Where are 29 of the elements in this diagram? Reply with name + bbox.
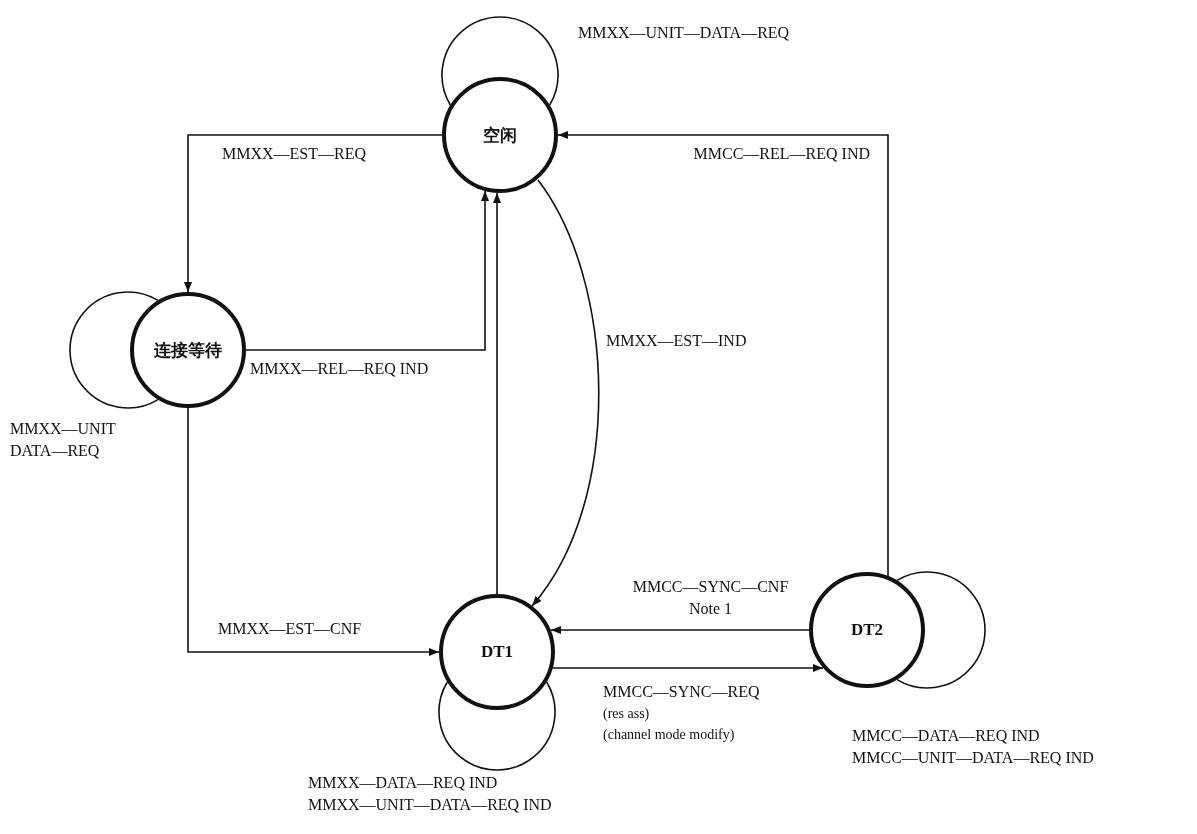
note-text: (channel mode modify): [603, 726, 735, 744]
self-loop: [896, 571, 986, 689]
state-circle: 连接等待: [130, 292, 246, 408]
edge-label: MMXX—EST—CNF: [218, 619, 363, 639]
edge-label: MMCC—SYNC—CNF Note 1: [631, 577, 790, 619]
edge-label: MMXX—DATA—REQ IND MMXX—UNIT—DATA—REQ IND: [308, 773, 553, 815]
note-text: (res ass): [603, 705, 650, 723]
self-loop: [438, 681, 556, 771]
self-loop: [69, 291, 159, 409]
edge-label: MMXX—UNIT—DATA—REQ: [578, 23, 791, 43]
edge-label: MMXX—EST—IND: [606, 331, 748, 351]
arrow: [493, 192, 501, 595]
state-circle: DT2: [809, 572, 925, 688]
self-loop: [441, 16, 559, 106]
edge-label: MMXX—UNIT DATA—REQ: [10, 419, 117, 461]
arrow: [531, 179, 600, 607]
edge-label: MMXX—REL—REQ IND: [250, 359, 430, 379]
edge-label: MMXX—EST—REQ: [222, 144, 367, 164]
edge-label: MMCC—SYNC—REQ: [603, 682, 761, 702]
edge-label: MMCC—REL—REQ IND: [692, 144, 870, 164]
edge-label: MMCC—DATA—REQ IND MMCC—UNIT—DATA—REQ IND: [852, 726, 1095, 768]
arrow: [184, 134, 443, 293]
arrow: [552, 664, 824, 672]
arrow: [550, 626, 810, 634]
arrow: [245, 190, 489, 351]
state-circle: 空闲: [442, 77, 558, 193]
arrow: [187, 407, 440, 656]
arrow: [557, 131, 889, 577]
state-circle: DT1: [439, 594, 555, 710]
